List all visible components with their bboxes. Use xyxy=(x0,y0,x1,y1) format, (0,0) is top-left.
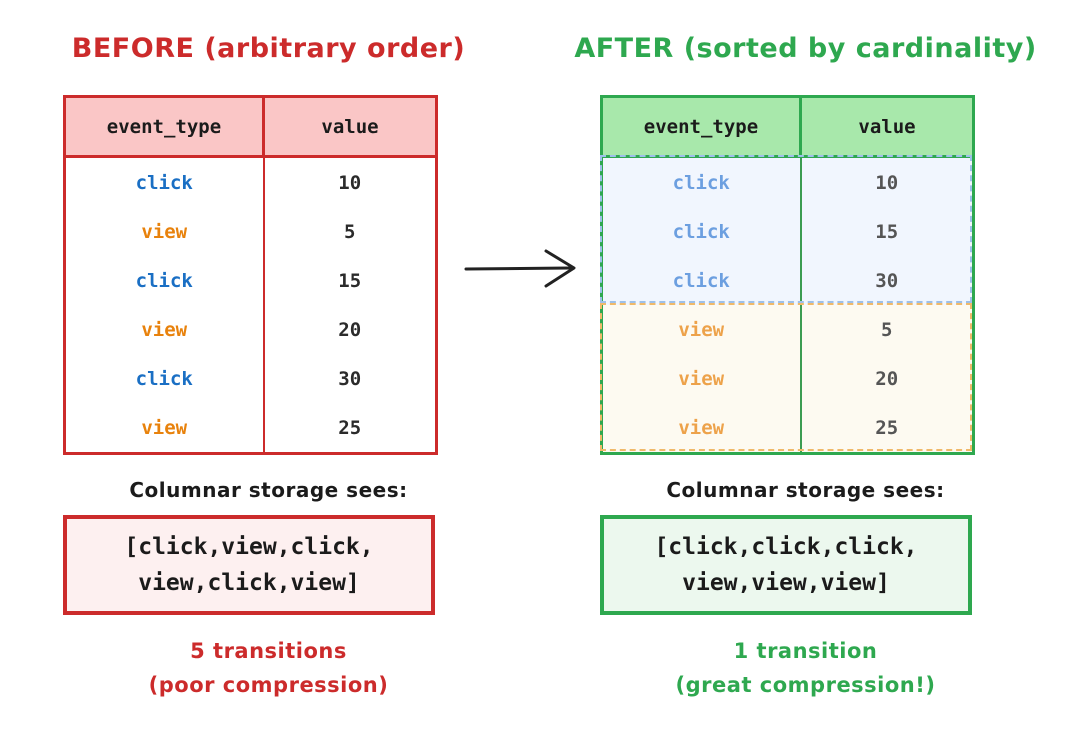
cell-value: 5 xyxy=(262,207,437,256)
cell-value: 30 xyxy=(262,354,437,403)
table-row: click 15 xyxy=(65,256,437,305)
cell-value: 25 xyxy=(262,403,437,454)
cell-event-type: view xyxy=(141,318,188,341)
before-panel: BEFORE (arbitrary order) event_type valu… xyxy=(0,33,537,702)
before-code-line-1: [click,view,click, xyxy=(124,534,374,560)
table-row: click 10 xyxy=(65,156,437,207)
cell-event-type: click xyxy=(601,156,801,207)
table-header-row: event_type value xyxy=(601,96,974,157)
table-row: click 30 xyxy=(601,256,974,305)
cell-event-type: click xyxy=(135,269,193,292)
table-row: view 25 xyxy=(601,403,974,454)
cell-value: 15 xyxy=(262,256,437,305)
before-table: event_type value click 10 view 5 click 1… xyxy=(63,95,438,455)
after-title: AFTER (sorted by cardinality) xyxy=(574,33,1037,64)
cell-value: 30 xyxy=(799,256,974,305)
arrow-right-icon xyxy=(462,245,582,291)
cell-event-type: view xyxy=(601,354,801,403)
table-header-row: event_type value xyxy=(64,96,437,157)
after-caption-line-2: (great compression!) xyxy=(675,673,936,697)
cell-event-type: view xyxy=(141,220,188,243)
before-caption-line-2: (poor compression) xyxy=(148,673,389,697)
after-caption: 1 transition (great compression!) xyxy=(537,634,1074,702)
cell-event-type: click xyxy=(601,207,801,256)
before-columnar-box: [click,view,click, view,click,view] xyxy=(63,515,435,615)
column-header-event-type: event_type xyxy=(64,96,264,157)
column-header-value: value xyxy=(262,96,437,157)
cell-event-type: view xyxy=(601,305,801,354)
cell-value: 25 xyxy=(799,403,974,454)
after-code-line-2: view,view,view] xyxy=(682,570,890,596)
table-row: view 25 xyxy=(65,403,437,454)
column-header-value: value xyxy=(799,96,974,157)
before-caption: 5 transitions (poor compression) xyxy=(0,634,537,702)
table-row: view 20 xyxy=(601,354,974,403)
after-columnar-box: [click,click,click, view,view,view] xyxy=(600,515,972,615)
after-caption-line-1: 1 transition xyxy=(733,639,878,663)
table-row: view 5 xyxy=(601,305,974,354)
cell-value: 20 xyxy=(799,354,974,403)
table-row: view 20 xyxy=(65,305,437,354)
cell-value: 20 xyxy=(262,305,437,354)
cell-event-type: view xyxy=(141,416,188,439)
before-title: BEFORE (arbitrary order) xyxy=(71,33,466,64)
cell-value: 10 xyxy=(262,156,437,207)
after-storage-label: Columnar storage sees: xyxy=(666,478,945,502)
after-table: event_type value click 10 click 15 click… xyxy=(600,95,975,455)
cell-value: 15 xyxy=(799,207,974,256)
after-panel: AFTER (sorted by cardinality) 1 transiti… xyxy=(537,0,1074,734)
cell-value: 10 xyxy=(799,156,974,207)
table-row: view 5 xyxy=(65,207,437,256)
after-code-line-1: [click,click,click, xyxy=(654,534,918,560)
before-code-line-2: view,click,view] xyxy=(138,570,360,596)
before-caption-line-1: 5 transitions xyxy=(190,639,347,663)
cell-value: 5 xyxy=(799,305,974,354)
table-row: click 30 xyxy=(65,354,437,403)
cell-event-type: click xyxy=(601,256,801,305)
cell-event-type: click xyxy=(135,367,193,390)
table-row: click 15 xyxy=(601,207,974,256)
before-storage-label: Columnar storage sees: xyxy=(129,478,408,502)
arrow-right-svg xyxy=(464,249,576,288)
table-row: click 10 xyxy=(601,156,974,207)
cell-event-type: view xyxy=(601,403,801,454)
cell-event-type: click xyxy=(135,171,193,194)
column-header-event-type: event_type xyxy=(601,96,801,157)
